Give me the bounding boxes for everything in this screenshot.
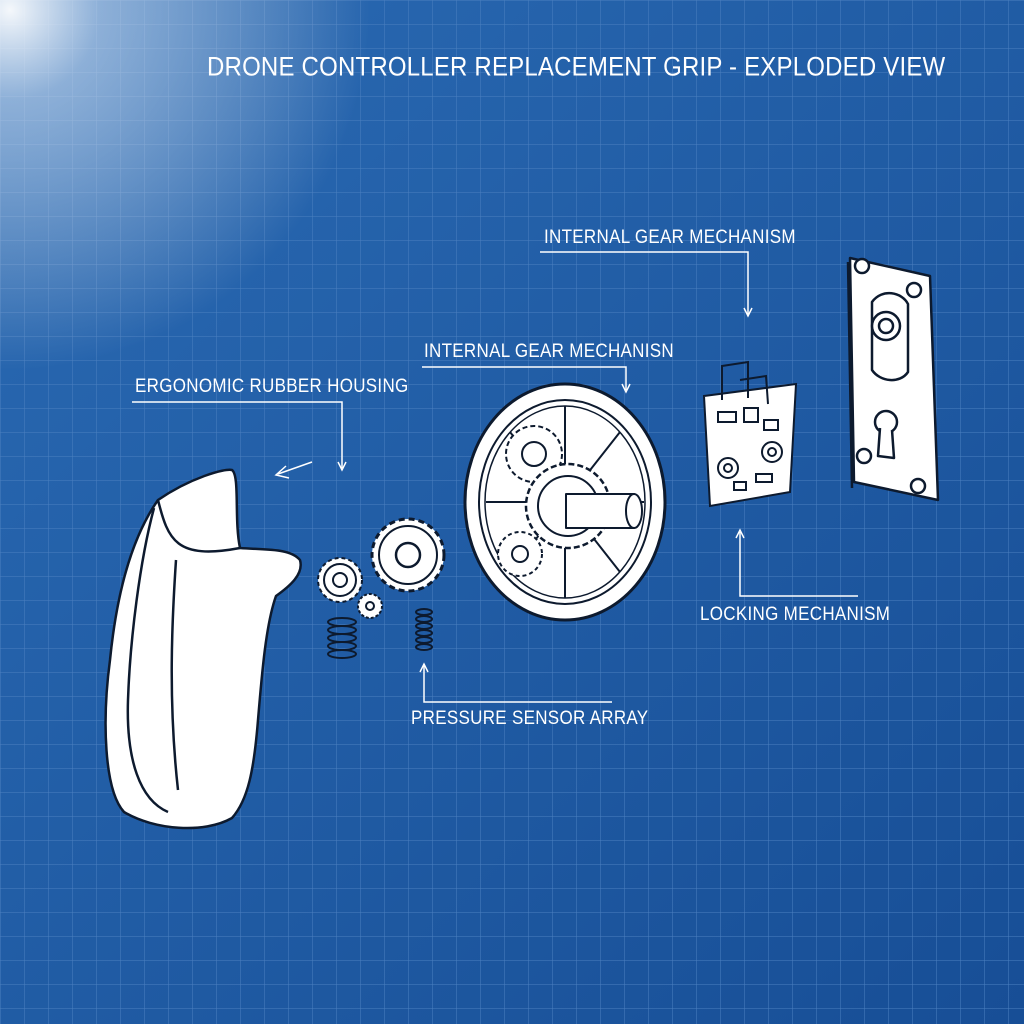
mounting-plate xyxy=(846,256,940,502)
compression-spring-left xyxy=(327,617,357,659)
leader-locking xyxy=(739,532,858,597)
medium-spur-gear xyxy=(370,517,446,593)
arrowhead-gear-mid xyxy=(621,383,631,394)
arrowhead-housing xyxy=(337,461,347,472)
callout-locking-mechanism: LOCKING MECHANISM xyxy=(700,603,891,625)
compression-spring-right xyxy=(415,608,433,651)
callout-internal-gear-mechanism-top: INTERNAL GEAR MECHANISM xyxy=(544,226,796,248)
diagram-title: DRONE CONTROLLER REPLACEMENT GRIP - EXPL… xyxy=(207,52,946,83)
circuit-board xyxy=(702,360,798,508)
gear-wheel-assembly xyxy=(463,382,667,622)
arrowhead-locking xyxy=(735,528,745,539)
arrowhead-sensor xyxy=(419,662,429,673)
pointer-arrow xyxy=(277,461,313,475)
callout-pressure-sensor-array: PRESSURE SENSOR ARRAY xyxy=(411,707,649,729)
leader-lines xyxy=(132,251,858,703)
small-spur-gear xyxy=(317,557,363,603)
callout-ergonomic-rubber-housing: ERGONOMIC RUBBER HOUSING xyxy=(135,375,409,397)
callout-internal-gear-mechanism-mid: INTERNAL GEAR MECHANISN xyxy=(424,340,674,362)
tiny-spur-gear xyxy=(357,593,383,619)
leader-sensor xyxy=(423,664,612,703)
pointer-arrowhead xyxy=(274,465,290,479)
ergonomic-rubber-housing xyxy=(104,468,302,830)
leader-housing xyxy=(132,401,343,468)
leader-gear-mid xyxy=(422,366,627,390)
leader-gear-top xyxy=(540,251,749,315)
arrowhead-gear-top xyxy=(743,307,753,318)
